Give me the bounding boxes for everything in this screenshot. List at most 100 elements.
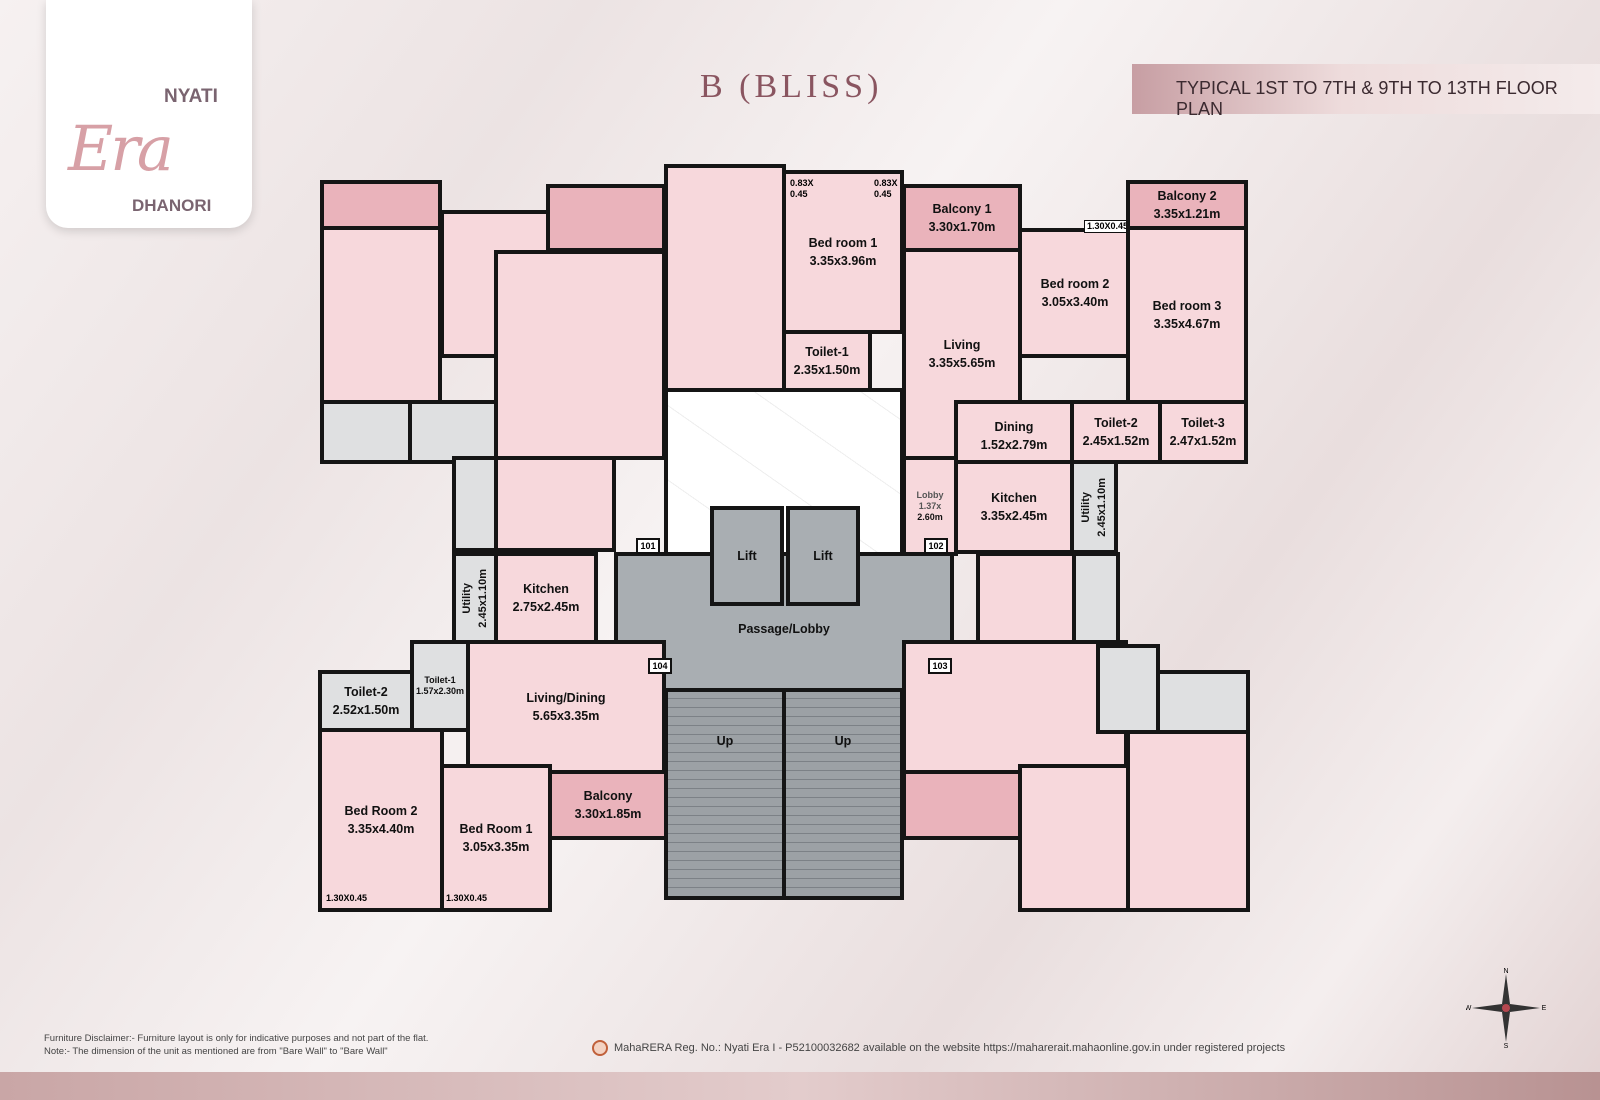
room-name: Utility	[1080, 491, 1092, 523]
utility-103	[1072, 552, 1120, 644]
window-dim-width: 0.83X	[790, 178, 814, 188]
kitchen-101	[494, 456, 616, 552]
room-name: Toilet-2	[1094, 416, 1138, 430]
room-size: 3.35x5.65m	[928, 356, 996, 370]
toilet-3-102: Toilet-3 2.47x1.52m	[1158, 400, 1248, 464]
balcony-101	[320, 180, 442, 230]
room-size: 1.52x2.79m	[980, 438, 1048, 452]
room-size: 5.65x3.35m	[532, 709, 600, 723]
room-size: 3.35x1.21m	[1153, 207, 1221, 221]
rera-text: MahaRERA Reg. No.: Nyati Era I - P521000…	[614, 1042, 1286, 1054]
compass-e: E	[1542, 1005, 1546, 1012]
room-name: Passage/Lobby	[738, 622, 830, 636]
room-name: Toilet-3	[1181, 416, 1225, 430]
room-name: Living/Dining	[526, 691, 606, 705]
room-name: Dining	[994, 420, 1034, 434]
bottom-bar	[0, 1072, 1600, 1100]
unit-tag-101: 101	[636, 538, 660, 554]
room-size: 3.35x4.67m	[1153, 317, 1221, 331]
room-name: Toilet-2	[344, 685, 388, 699]
bedroom-2-104: Bed Room 2 3.35x4.40m	[318, 728, 444, 912]
room-size: 2.60m	[917, 511, 943, 522]
room-size: 3.05x3.40m	[1041, 295, 1109, 309]
balcony-104: Balcony 3.30x1.85m	[548, 770, 668, 840]
compass-w: W	[1466, 1005, 1472, 1012]
kitchen-104: Kitchen 2.75x2.45m	[494, 552, 598, 644]
room-size: 2.45x1.52m	[1082, 434, 1150, 448]
toilet-101-a	[320, 400, 412, 464]
room-name: Toilet-1	[424, 675, 456, 685]
room-size: 3.35x4.40m	[347, 822, 415, 836]
living-101	[494, 250, 666, 460]
window-dim-width: 0.83X	[874, 178, 898, 188]
kitchen-103	[976, 552, 1076, 644]
bedroom-103-b	[1126, 730, 1250, 912]
dimension-note: Note:- The dimension of the unit as ment…	[44, 1046, 388, 1057]
room-size: 1.57x2.30m	[415, 686, 465, 696]
room-size: 1.37x	[918, 500, 942, 511]
room-name: Utility	[461, 582, 473, 614]
bedroom-101-c	[664, 164, 786, 392]
staircase-1: Up	[664, 688, 786, 900]
staircase-2: Up	[782, 688, 904, 900]
room-name: Lift	[737, 549, 757, 563]
toilet-103-b	[1156, 670, 1250, 734]
room-size: 2.45x1.10m	[1096, 477, 1108, 537]
rera-seal-icon	[592, 1040, 608, 1056]
room-name: Lobby	[916, 489, 944, 500]
unit-tag-103: 103	[928, 658, 952, 674]
compass-s: S	[1504, 1043, 1509, 1048]
room-name: Living	[943, 338, 981, 352]
toilet-103-a	[1096, 644, 1160, 734]
compass-icon: N E S W	[1466, 968, 1546, 1048]
room-name: Toilet-1	[805, 345, 849, 359]
room-size: 2.75x2.45m	[512, 600, 580, 614]
balcony-103	[902, 770, 1022, 840]
compass-n: N	[1503, 968, 1508, 975]
bedroom-3-102: Bed room 3 3.35x4.67m	[1126, 226, 1248, 404]
bedroom-103-a	[1018, 764, 1130, 912]
balcony-101-b	[546, 184, 666, 252]
utility-101	[452, 456, 498, 552]
open-shaft	[664, 388, 904, 558]
room-size: 2.52x1.50m	[332, 703, 400, 717]
room-name: Lift	[813, 549, 833, 563]
window-dim: 1.30X0.45	[1084, 220, 1132, 233]
stair-up-label: Up	[716, 734, 734, 748]
window-dim: 1.30X0.45	[326, 893, 368, 903]
room-name: Kitchen	[523, 582, 569, 596]
furniture-disclaimer: Furniture Disclaimer:- Furniture layout …	[44, 1033, 429, 1044]
room-size: 3.30x1.70m	[928, 220, 996, 234]
window-dim-depth: 0.45	[874, 189, 892, 199]
toilet-2-104: Toilet-2 2.52x1.50m	[318, 670, 414, 732]
bedroom-1-102: Bed room 1 3.35x3.96m	[782, 170, 904, 334]
room-name: Balcony	[583, 789, 633, 803]
room-size: 3.35x3.96m	[809, 254, 877, 268]
room-name: Bed Room 1	[459, 822, 533, 836]
window-dim: 1.30X0.45	[446, 893, 488, 903]
lift-1: Lift	[710, 506, 784, 606]
plan-title: B (BLISS)	[700, 68, 883, 105]
toilet-2-102: Toilet-2 2.45x1.52m	[1070, 400, 1162, 464]
room-name: Bed room 1	[808, 236, 878, 250]
unit-tag-102: 102	[924, 538, 948, 554]
footer-notes: Furniture Disclaimer:- Furniture layout …	[44, 1032, 428, 1058]
room-size: 2.47x1.52m	[1169, 434, 1237, 448]
room-size: 3.30x1.85m	[574, 807, 642, 821]
unit-tag-104: 104	[648, 658, 672, 674]
utility-102: Utility 2.45x1.10m	[1070, 460, 1118, 554]
logo-script: Era	[68, 112, 174, 185]
room-size: 3.35x2.45m	[980, 509, 1048, 523]
room-name: Bed room 3	[1152, 299, 1222, 313]
window-dim-depth: 0.45	[790, 189, 808, 199]
logo-brand: NYATI	[164, 86, 218, 107]
room-name: Bed Room 2	[344, 804, 418, 818]
